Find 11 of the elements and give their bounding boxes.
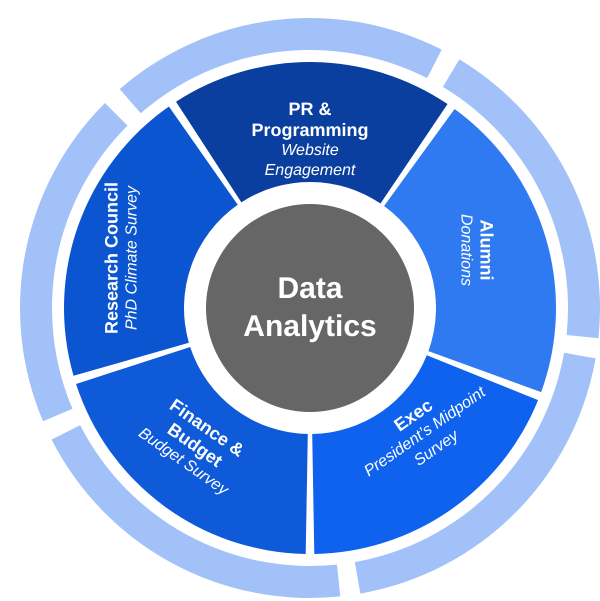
sector-heading: Alumni <box>476 218 496 282</box>
sector-description: Website Engagement <box>264 141 357 181</box>
sector-heading: PR & Programming <box>250 99 370 141</box>
center-title: Data Analytics <box>242 271 378 345</box>
sector-heading: Research Council <box>102 180 122 336</box>
sector-panel <box>312 355 539 554</box>
sector-panel <box>64 106 238 376</box>
sector-panel <box>76 346 308 554</box>
sector-description: PhD Climate Survey <box>122 184 142 332</box>
sector-description: Donations <box>456 212 476 288</box>
sector-panel <box>176 62 448 204</box>
